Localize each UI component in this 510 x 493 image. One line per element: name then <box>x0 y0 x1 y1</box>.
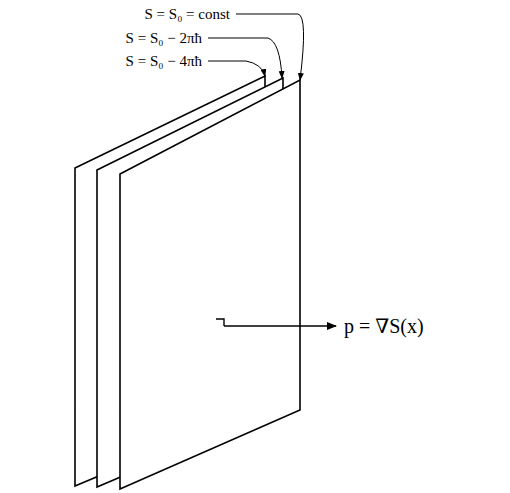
momentum-arrow <box>224 325 336 327</box>
right-angle-mark <box>216 319 224 326</box>
surface-label: S = S₀ − 4πħ <box>126 53 202 70</box>
momentum-label: p = ∇S(x) <box>344 315 424 337</box>
surface-label: S = S₀ = const <box>145 6 231 23</box>
leader-line <box>208 38 282 78</box>
leader-line <box>236 14 304 80</box>
leader-line <box>208 61 265 76</box>
surface-label: S = S₀ − 2πħ <box>126 30 202 47</box>
front-sheet <box>120 80 300 489</box>
